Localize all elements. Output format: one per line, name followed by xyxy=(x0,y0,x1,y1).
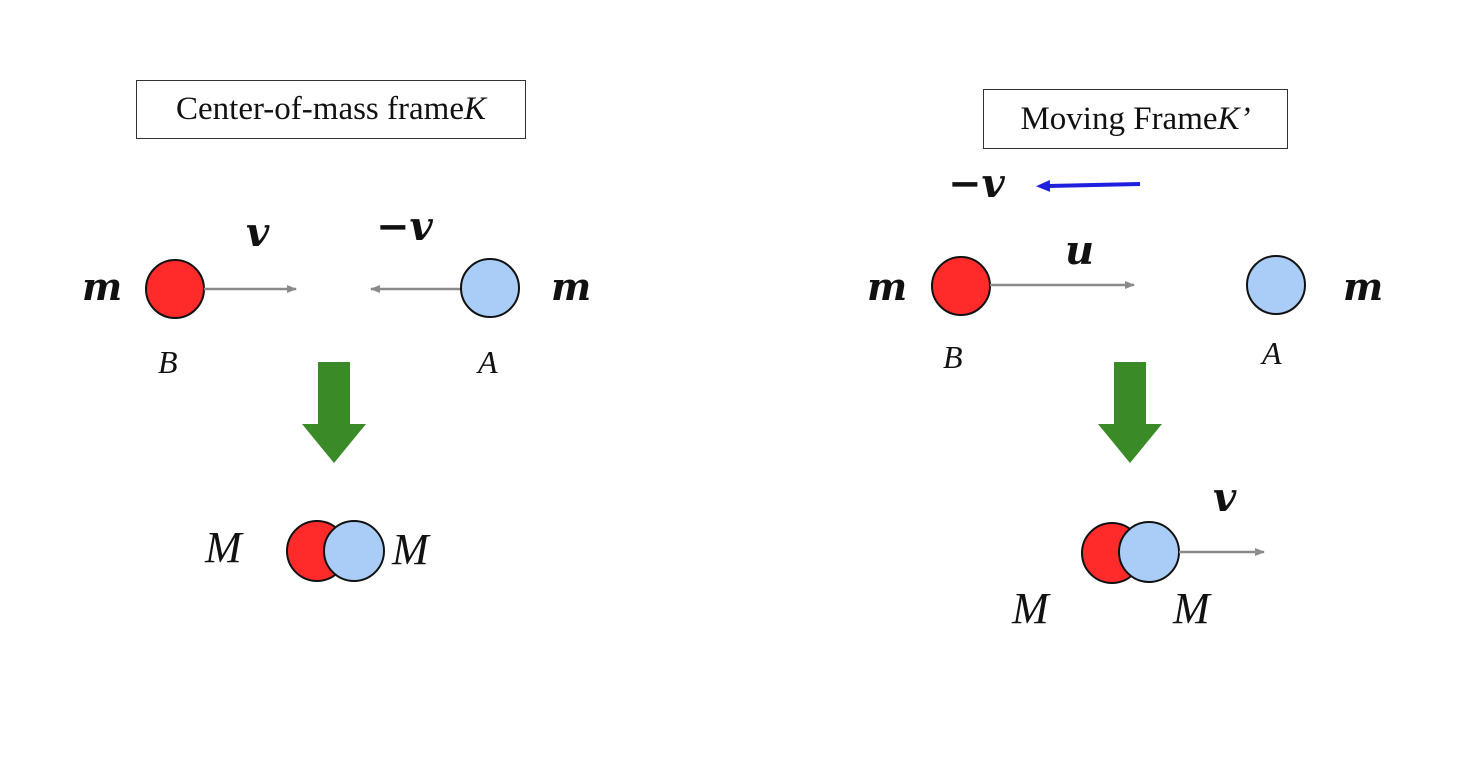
left-frame-title-box: Center-of-mass frame K xyxy=(136,80,526,139)
right-particle-a xyxy=(1246,255,1306,315)
left-particle-b xyxy=(145,259,205,319)
right-particle-b xyxy=(931,256,991,316)
right-particle-a-label: A xyxy=(1260,335,1282,371)
left-mass-label-b: m xyxy=(82,264,122,309)
right-velocity-label-b: u xyxy=(1065,227,1094,274)
right-frame-velocity-label: −v xyxy=(948,160,1006,207)
left-particle-b-label: B xyxy=(158,344,178,380)
left-mass-label-a: m xyxy=(551,264,591,309)
left-merged-label-m2: M xyxy=(391,525,431,574)
left-particle-a xyxy=(460,258,520,318)
right-frame-velocity-arrow xyxy=(1036,179,1141,192)
left-particle-a-label: A xyxy=(476,344,498,380)
right-mass-label-b: m xyxy=(867,264,907,309)
right-frame-title-symbol: K’ xyxy=(1217,100,1251,137)
right-merged-velocity-label: v xyxy=(1213,474,1237,521)
right-merged-particle-a xyxy=(1118,521,1180,583)
right-merged-label-m2: M xyxy=(1172,584,1212,633)
right-particle-b-label: B xyxy=(943,339,963,375)
right-mass-label-a: m xyxy=(1343,264,1383,309)
left-velocity-label-b: v xyxy=(246,209,270,256)
left-transform-arrow xyxy=(302,362,366,463)
left-velocity-label-a: −v xyxy=(376,203,434,250)
right-frame-title-text: Moving Frame xyxy=(1020,100,1218,137)
right-merged-label-m1: M xyxy=(1011,584,1051,633)
left-frame-title-text: Center-of-mass frame xyxy=(176,91,464,127)
right-frame-title-box: Moving Frame K’ xyxy=(983,89,1288,149)
right-transform-arrow xyxy=(1098,362,1162,463)
left-merged-particle-a xyxy=(323,520,385,582)
left-merged-label-m1: M xyxy=(204,523,244,572)
left-frame-title-symbol: K xyxy=(463,91,486,127)
